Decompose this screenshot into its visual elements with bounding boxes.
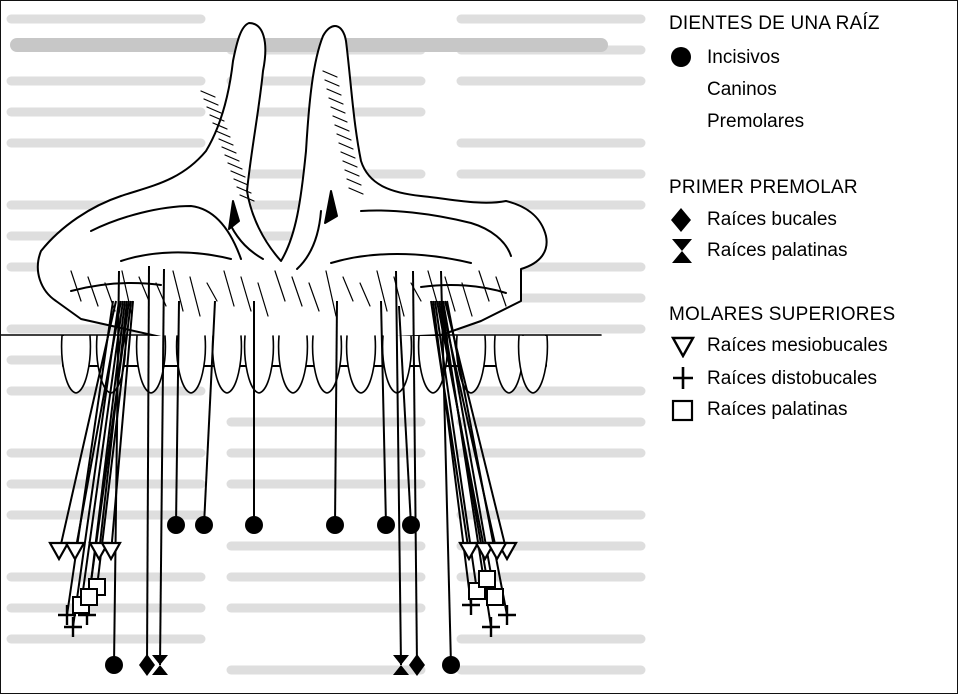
legend-item-raices-mesiobucales: Raíces mesiobucales xyxy=(707,335,888,357)
filled-diamond-icon xyxy=(669,207,693,238)
circle-root-marker xyxy=(105,656,123,674)
legend-item-raices-bucales: Raíces bucales xyxy=(707,209,837,231)
legend-heading-upper-molars: MOLARES SUPERIORES xyxy=(669,304,895,326)
square-root-marker xyxy=(81,589,97,605)
plus-root-marker xyxy=(482,617,500,637)
plus-root-marker xyxy=(498,605,516,625)
circle-root-marker xyxy=(245,516,263,534)
diamond-root-marker xyxy=(409,654,425,676)
filled-hourglass-icon xyxy=(671,238,693,269)
square-root-marker xyxy=(479,571,495,587)
circle-root-marker xyxy=(326,516,344,534)
legend: DIENTES DE UNA RAÍZ Incisivos Caninos Pr… xyxy=(663,1,958,694)
plus-cross-icon xyxy=(671,366,695,395)
open-square-icon xyxy=(671,399,695,428)
circle-root-marker xyxy=(442,656,460,674)
legend-item-incisivos: Incisivos xyxy=(707,47,780,69)
open-triangle-down-icon xyxy=(671,336,695,363)
legend-item-caninos: Caninos xyxy=(707,79,777,101)
filled-circle-icon xyxy=(669,45,693,74)
circle-root-marker xyxy=(167,516,185,534)
legend-item-premolares: Premolares xyxy=(707,111,804,133)
legend-item-raices-distobucales: Raíces distobucales xyxy=(707,368,877,390)
legend-item-raices-palatinas-premolar: Raíces palatinas xyxy=(707,240,847,262)
triangle-root-marker xyxy=(460,543,478,559)
circle-root-marker xyxy=(402,516,420,534)
legend-item-raices-palatinas-molar: Raíces palatinas xyxy=(707,399,847,421)
diamond-root-marker xyxy=(139,654,155,676)
triangle-root-marker xyxy=(50,543,68,559)
maxilla-bone-outline xyxy=(38,23,547,341)
triangle-root-marker xyxy=(66,543,84,559)
circle-root-marker xyxy=(195,516,213,534)
legend-heading-single-root: DIENTES DE UNA RAÍZ xyxy=(669,13,880,35)
circle-root-marker xyxy=(377,516,395,534)
square-root-marker xyxy=(487,589,503,605)
legend-heading-first-premolar: PRIMER PREMOLAR xyxy=(669,177,858,199)
